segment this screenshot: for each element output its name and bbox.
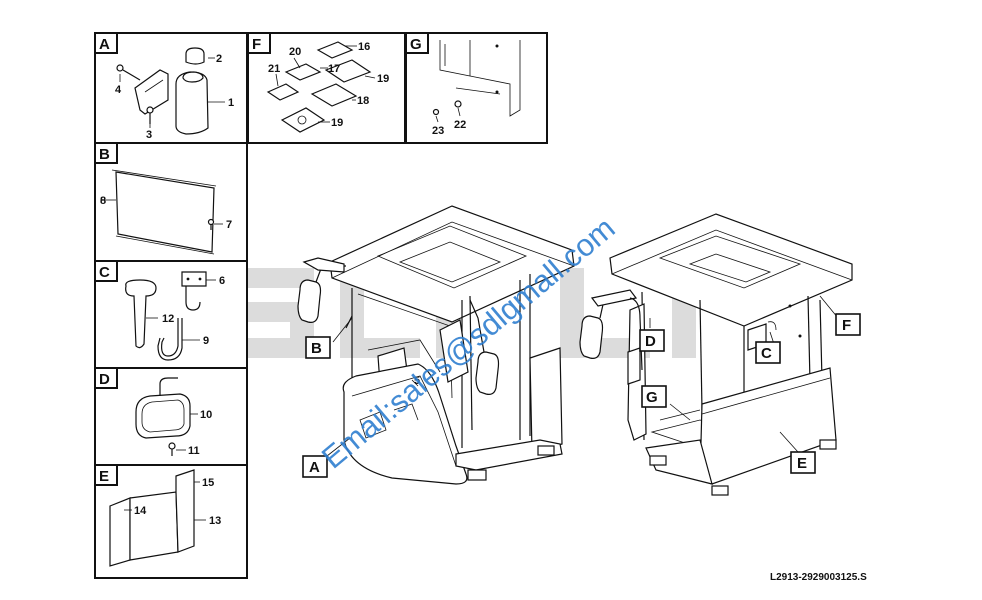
part-5-label: 5 [414,375,420,387]
part-17-label: 17 [328,63,340,75]
part-19-label-upper: 19 [377,73,389,85]
part-2-label: 2 [216,53,222,65]
part-10-label: 10 [200,409,212,421]
part-13-label: 13 [209,515,221,527]
part-12-label: 12 [162,313,174,325]
panel-d-letter: D [99,371,110,388]
callout-tag-b: B [305,336,331,359]
part-22-label: 22 [454,119,466,131]
callout-tag-g: G [641,385,667,408]
callout-d-letter: D [645,333,656,350]
part-20-label: 20 [289,46,301,58]
part-4-label: 4 [115,84,122,96]
part-3-label: 3 [146,129,152,141]
panel-e-letter: E [99,468,109,485]
part-23-label: 23 [432,125,444,137]
part-1-label: 1 [228,97,234,109]
part-14-label: 14 [134,505,147,517]
callout-tag-f: F [835,313,861,336]
panel-b: B 8 7 [94,142,248,262]
callout-b-letter: B [311,340,322,357]
part-19-label-lower: 19 [331,117,343,129]
callout-c-letter: C [761,345,772,362]
part-21-label: 21 [268,63,280,75]
callout-tag-d: D [639,329,665,352]
panel-a-letter: A [99,36,110,53]
callout-a-letter: A [309,459,320,476]
part-9-label: 9 [203,335,209,347]
panel-e: E 14 15 13 [94,464,248,579]
panel-c: C 6 12 9 [94,260,248,369]
callout-tag-a: A [302,455,328,478]
part-16-label: 16 [358,41,370,53]
part-6-label: 6 [219,275,225,287]
part-7-label: 7 [226,219,232,231]
callout-tag-c: C [755,341,781,364]
panel-a: A 2 1 3 4 [94,32,248,144]
part-15-label: 15 [202,477,214,489]
panel-f: F 16 17 19 18 19 20 21 [247,32,406,144]
panel-c-letter: C [99,264,110,281]
panel-g-letter: G [410,36,422,53]
callout-tag-e: E [790,451,816,474]
part-8-label: 8 [100,195,106,207]
panel-b-letter: B [99,146,110,163]
panel-g: G 22 23 [405,32,548,144]
panel-f-letter: F [252,36,261,53]
reference-code: L2913-2929003125.S [770,572,867,583]
panel-d: D 10 11 [94,367,248,466]
cab-front-view [297,205,575,485]
callout-e-letter: E [797,455,807,472]
callout-g-letter: G [646,389,658,406]
callout-f-letter: F [842,317,851,334]
part-11-label: 11 [188,445,200,457]
part-18-label: 18 [357,95,369,107]
